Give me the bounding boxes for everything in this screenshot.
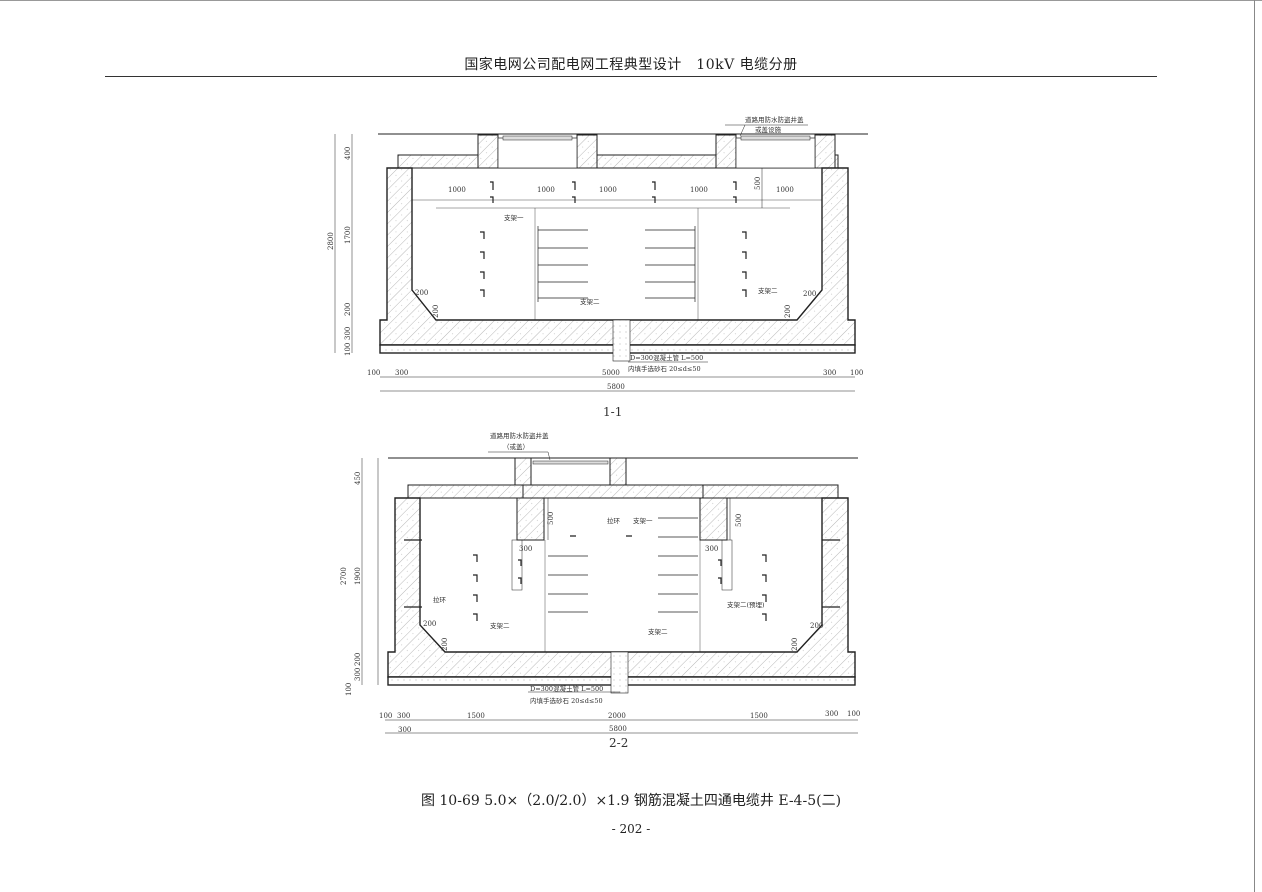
dim-label: 300 xyxy=(519,545,532,553)
dim-label: 1500 xyxy=(467,712,485,720)
dim-label: 500 xyxy=(547,512,555,525)
support-label: 支架一 xyxy=(633,516,653,525)
pipe-note: 内填手选砂石 20≤d≤50 xyxy=(530,696,603,705)
dim-label: 1000 xyxy=(776,186,794,194)
cover-note: 或盖设施 xyxy=(755,125,782,134)
support-label: 支架二 xyxy=(758,286,778,295)
support-label: 支架二(预埋) xyxy=(727,600,765,609)
support-two-set xyxy=(480,231,747,297)
manhole-cover xyxy=(502,135,573,141)
support-label: 支架二 xyxy=(490,621,510,630)
page-frame-top xyxy=(0,0,1262,1)
top-slab xyxy=(407,484,839,499)
central-racks xyxy=(548,517,698,613)
dim-label: 200 xyxy=(784,305,792,318)
pull-ring-label: 拉环 xyxy=(607,516,621,525)
interior-column xyxy=(699,497,728,541)
cover-note: 道路用防水防盗井盖 xyxy=(490,431,549,440)
dim-label: 300 xyxy=(344,327,352,340)
section-2-2 xyxy=(361,451,858,734)
dim-label: 1000 xyxy=(599,186,617,194)
support-two-set xyxy=(473,554,767,621)
dim-label: 100 xyxy=(379,712,392,720)
dim-label: 1000 xyxy=(690,186,708,194)
dim-label: 200 xyxy=(432,305,440,318)
pull-ring-set xyxy=(404,535,840,608)
dim-label: 100 xyxy=(850,369,863,377)
pipe-note: D=300混凝土管 L=500 xyxy=(530,684,603,693)
pipe-note: D=300混凝土管 L=500 xyxy=(630,353,703,362)
dim-label: 450 xyxy=(354,472,362,485)
drain-pipe xyxy=(610,651,629,694)
dim-label: 100 xyxy=(847,710,860,718)
dim-label: 300 xyxy=(823,369,836,377)
manhole-cover xyxy=(532,460,609,465)
dim-label: 2000 xyxy=(608,712,626,720)
dim-label: 5800 xyxy=(607,383,625,391)
figure-caption: 图 10-69 5.0×（2.0/2.0）×1.9 钢筋混凝土四通电缆井 E-4… xyxy=(420,793,842,809)
dim-label: 5800 xyxy=(609,725,627,733)
page-frame-right xyxy=(1254,0,1255,892)
dim-label: 1700 xyxy=(344,226,352,244)
section-2-2-labels: 道路用防水防盗井盖 （或盖） 450 1900 2700 200 300 100… xyxy=(340,431,860,750)
page-number: - 202 - xyxy=(611,822,651,836)
support-one-set xyxy=(490,181,737,203)
cover-note: （或盖） xyxy=(503,442,529,451)
dim-label: 300 xyxy=(397,712,410,720)
central-racks xyxy=(537,226,696,302)
page-header: 国家电网公司配电网工程典型设计 10kV 电缆分册 xyxy=(464,57,798,73)
section-title: 1-1 xyxy=(603,405,622,419)
dim-label: 5000 xyxy=(602,369,620,377)
dim-label: 300 xyxy=(705,545,718,553)
section-1-1 xyxy=(334,124,868,392)
dim-label: 300 xyxy=(395,369,408,377)
dim-label: 400 xyxy=(344,147,352,160)
dim-label: 500 xyxy=(735,514,743,527)
manhole-cover xyxy=(740,135,811,141)
dim-label: 200 xyxy=(803,290,816,298)
interior-column xyxy=(516,497,545,541)
pull-ring-label: 拉环 xyxy=(433,595,447,604)
dim-label: 1000 xyxy=(537,186,555,194)
dim-label: 1000 xyxy=(448,186,466,194)
dim-label: 200 xyxy=(423,620,436,628)
cover-note: 道路用防水防盗井盖 xyxy=(745,115,804,124)
support-label: 支架二 xyxy=(648,627,668,636)
well-body xyxy=(379,167,856,346)
dim-label: 1500 xyxy=(750,712,768,720)
dim-label: 1900 xyxy=(354,567,362,585)
pipe-note: 内填手选砂石 20≤d≤50 xyxy=(628,364,701,373)
dim-label: 200 xyxy=(415,289,428,297)
well-body xyxy=(387,497,856,678)
dim-label: 100 xyxy=(367,369,380,377)
section-title: 2-2 xyxy=(609,736,628,750)
dim-label: 300 xyxy=(825,710,838,718)
dim-label: 500 xyxy=(754,177,762,190)
header-rule xyxy=(105,76,1157,77)
dim-label: 200 xyxy=(354,653,362,666)
dim-label: 200 xyxy=(441,638,449,651)
support-label: 支架二 xyxy=(580,297,600,306)
support-label: 支架一 xyxy=(504,213,524,222)
dim-label: 2800 xyxy=(327,232,335,250)
section-1-1-labels: 道路用防水防盗井盖 或盖设施 1000 1000 1000 1000 1000 … xyxy=(327,115,863,419)
drain-pipe xyxy=(612,319,631,362)
dim-label: 200 xyxy=(791,638,799,651)
dim-label: 300 xyxy=(354,668,362,681)
dim-label: 200 xyxy=(344,303,352,316)
dim-label: 2700 xyxy=(340,567,348,585)
dim-label: 200 xyxy=(810,622,823,630)
dim-label: 100 xyxy=(344,343,352,356)
dim-label: 300 xyxy=(398,726,411,734)
dim-label: 100 xyxy=(345,683,353,696)
